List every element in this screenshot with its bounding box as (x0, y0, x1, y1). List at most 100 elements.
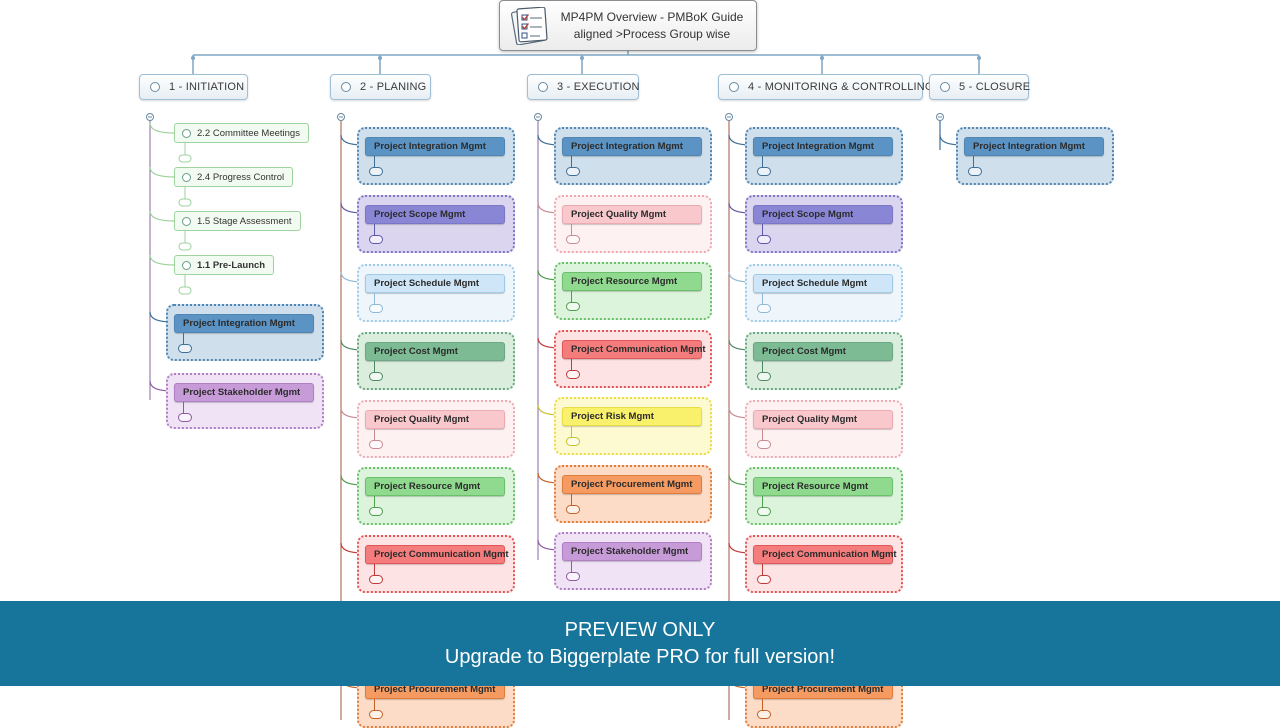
knowledge-area-stakeholder[interactable]: Project Stakeholder Mgmt (166, 373, 324, 429)
phase-planing[interactable]: 2 - PLANING (330, 74, 431, 100)
count-badge[interactable] (178, 242, 192, 251)
knowledge-area-resource[interactable]: Project Resource Mgmt (554, 262, 712, 320)
knowledge-area-communication[interactable]: Project Communication Mgmt (554, 330, 712, 388)
knowledge-area-label[interactable]: Project Communication Mgmt (365, 545, 509, 564)
count-badge[interactable] (566, 572, 580, 581)
knowledge-area-label[interactable]: Project Scope Mgmt (753, 205, 893, 224)
knowledge-area-label[interactable]: Project Integration Mgmt (562, 137, 702, 156)
count-badge[interactable] (566, 437, 580, 446)
knowledge-area-communication[interactable]: Project Communication Mgmt (745, 535, 903, 593)
subtopic-stage-assessment[interactable]: 1.5 Stage Assessment (174, 211, 301, 231)
count-badge[interactable] (369, 167, 383, 176)
phase-closure[interactable]: 5 - CLOSURE (929, 74, 1030, 100)
knowledge-area-label[interactable]: Project Risk Mgmt (562, 407, 702, 426)
count-badge[interactable] (178, 413, 192, 422)
knowledge-area-integration[interactable]: Project Integration Mgmt (554, 127, 712, 185)
count-badge[interactable] (968, 167, 982, 176)
knowledge-area-label[interactable]: Project Scope Mgmt (365, 205, 505, 224)
knowledge-area-integration[interactable]: Project Integration Mgmt (956, 127, 1114, 185)
subtopic-progress-control[interactable]: 2.4 Progress Control (174, 167, 294, 187)
phase-execution[interactable]: 3 - EXECUTION (527, 74, 639, 100)
subtopic-pre-launch[interactable]: 1.1 Pre-Launch (174, 255, 275, 275)
count-badge[interactable] (757, 235, 771, 244)
knowledge-area-resource[interactable]: Project Resource Mgmt (745, 467, 903, 525)
count-badge[interactable] (369, 304, 383, 313)
knowledge-area-label[interactable]: Project Communication Mgmt (753, 545, 897, 564)
knowledge-area-stem (571, 426, 572, 438)
phase-initiation[interactable]: 1 - INITIATION (139, 74, 248, 100)
count-badge[interactable] (757, 304, 771, 313)
knowledge-area-label[interactable]: Project Integration Mgmt (174, 314, 314, 333)
count-badge[interactable] (178, 344, 192, 353)
count-badge[interactable] (566, 505, 580, 514)
knowledge-area-label[interactable]: Project Integration Mgmt (365, 137, 505, 156)
knowledge-area-risk[interactable]: Project Risk Mgmt (554, 397, 712, 455)
knowledge-area-label[interactable]: Project Quality Mgmt (365, 410, 505, 429)
knowledge-area-label[interactable]: Project Cost Mgmt (753, 342, 893, 361)
knowledge-area-label[interactable]: Project Resource Mgmt (562, 272, 702, 291)
knowledge-area-quality[interactable]: Project Quality Mgmt (745, 400, 903, 458)
knowledge-area-label[interactable]: Project Procurement Mgmt (562, 475, 702, 494)
connector-dot (820, 56, 824, 60)
knowledge-area-label[interactable]: Project Integration Mgmt (753, 137, 893, 156)
knowledge-area-label[interactable]: Project Schedule Mgmt (753, 274, 893, 293)
phase-monitoring-controlling[interactable]: 4 - MONITORING & CONTROLLING (718, 74, 934, 100)
knowledge-area-stem (571, 494, 572, 506)
knowledge-area-integration[interactable]: Project Integration Mgmt (745, 127, 903, 185)
count-badge[interactable] (757, 710, 771, 719)
count-badge[interactable] (566, 235, 580, 244)
knowledge-area-label[interactable]: Project Cost Mgmt (365, 342, 505, 361)
knowledge-area-label[interactable]: Project Stakeholder Mgmt (174, 383, 314, 402)
count-badge[interactable] (757, 507, 771, 516)
knowledge-area-schedule[interactable]: Project Schedule Mgmt (745, 264, 903, 322)
count-badge[interactable] (178, 154, 192, 163)
knowledge-area-quality[interactable]: Project Quality Mgmt (554, 195, 712, 253)
preview-banner[interactable]: PREVIEW ONLY Upgrade to Biggerplate PRO … (0, 601, 1280, 686)
count-badge[interactable] (369, 507, 383, 516)
count-badge[interactable] (369, 372, 383, 381)
knowledge-area-label[interactable]: Project Resource Mgmt (365, 477, 505, 496)
knowledge-area-label[interactable]: Project Communication Mgmt (562, 340, 706, 359)
count-badge[interactable] (369, 440, 383, 449)
knowledge-area-label[interactable]: Project Quality Mgmt (562, 205, 702, 224)
knowledge-area-stakeholder[interactable]: Project Stakeholder Mgmt (554, 532, 712, 590)
count-badge[interactable] (757, 372, 771, 381)
knowledge-area-stem (762, 496, 763, 508)
subtopic-label: 2.2 Committee Meetings (197, 127, 300, 139)
count-badge[interactable] (369, 710, 383, 719)
knowledge-area-label[interactable]: Project Resource Mgmt (753, 477, 893, 496)
count-badge[interactable] (566, 167, 580, 176)
knowledge-area-stem (374, 496, 375, 508)
knowledge-area-scope[interactable]: Project Scope Mgmt (745, 195, 903, 253)
count-badge[interactable] (757, 575, 771, 584)
count-badge[interactable] (178, 198, 192, 207)
knowledge-area-scope[interactable]: Project Scope Mgmt (357, 195, 515, 253)
knowledge-area-procurement[interactable]: Project Procurement Mgmt (554, 465, 712, 523)
knowledge-area-communication[interactable]: Project Communication Mgmt (357, 535, 515, 593)
knowledge-area-stem (762, 293, 763, 305)
knowledge-area-label[interactable]: Project Schedule Mgmt (365, 274, 505, 293)
knowledge-area-stem (571, 156, 572, 168)
knowledge-area-resource[interactable]: Project Resource Mgmt (357, 467, 515, 525)
knowledge-area-stem (374, 429, 375, 441)
knowledge-area-integration[interactable]: Project Integration Mgmt (166, 304, 324, 361)
count-badge[interactable] (369, 575, 383, 584)
knowledge-area-quality[interactable]: Project Quality Mgmt (357, 400, 515, 458)
count-badge[interactable] (757, 167, 771, 176)
count-badge[interactable] (566, 302, 580, 311)
knowledge-area-label[interactable]: Project Quality Mgmt (753, 410, 893, 429)
count-badge[interactable] (369, 235, 383, 244)
knowledge-area-integration[interactable]: Project Integration Mgmt (357, 127, 515, 185)
root-topic[interactable]: MP4PM Overview - PMBoK Guide aligned >Pr… (499, 0, 757, 51)
count-badge[interactable] (757, 440, 771, 449)
count-badge[interactable] (178, 286, 192, 295)
subtopic-committee-meetings[interactable]: 2.2 Committee Meetings (174, 123, 309, 143)
phase-label: 3 - EXECUTION (557, 81, 640, 93)
knowledge-area-label[interactable]: Project Stakeholder Mgmt (562, 542, 702, 561)
count-badge[interactable] (566, 370, 580, 379)
knowledge-area-cost[interactable]: Project Cost Mgmt (357, 332, 515, 390)
root-topic-text: MP4PM Overview - PMBoK Guide aligned >Pr… (554, 9, 750, 43)
knowledge-area-schedule[interactable]: Project Schedule Mgmt (357, 264, 515, 322)
knowledge-area-cost[interactable]: Project Cost Mgmt (745, 332, 903, 390)
knowledge-area-label[interactable]: Project Integration Mgmt (964, 137, 1104, 156)
